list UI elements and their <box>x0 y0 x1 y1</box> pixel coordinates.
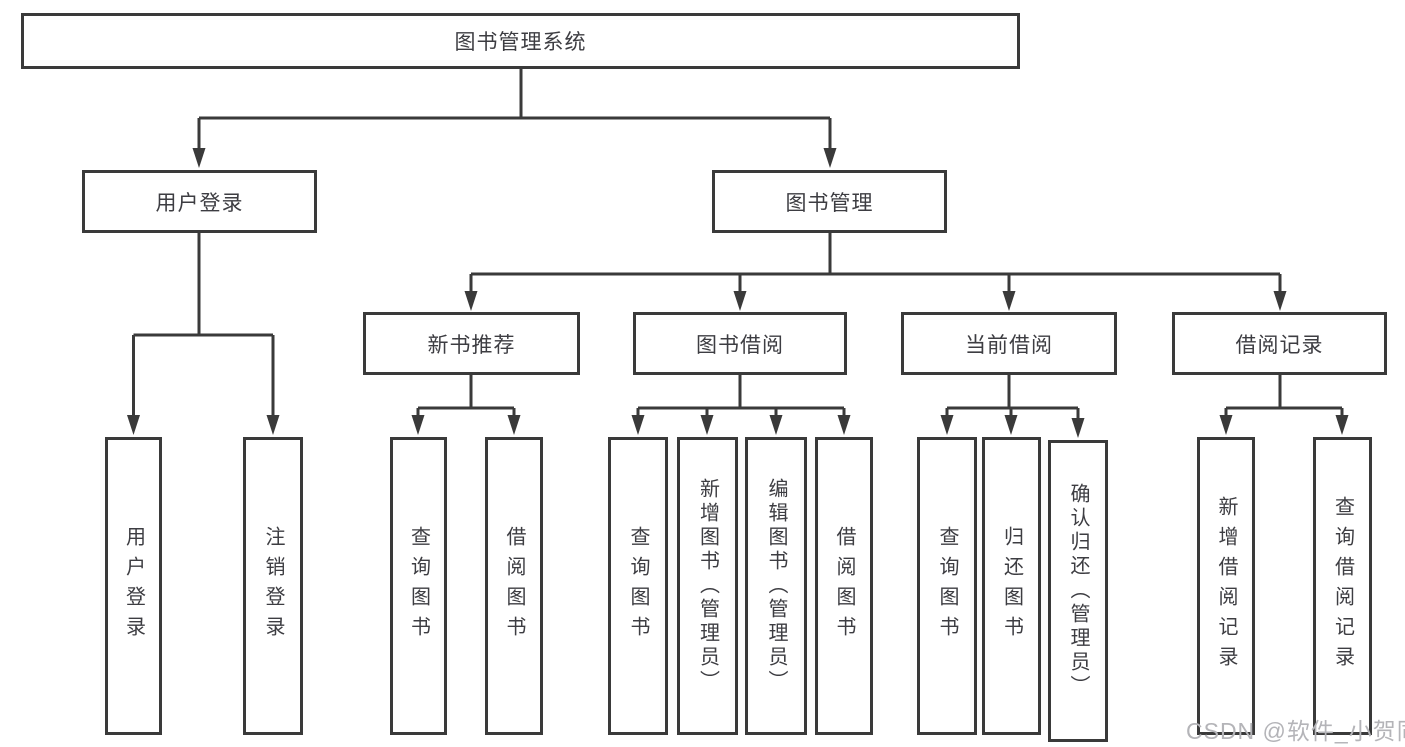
node-label: 编辑图书（管理员） <box>765 478 787 694</box>
csdn-watermark: CSDN @软件_小贺同学 <box>1186 718 1405 744</box>
node-label: 图书管理系统 <box>454 31 587 54</box>
node-label: 借阅图书 <box>503 526 525 646</box>
node-label: 注销登录 <box>262 526 284 646</box>
node-label: 图书管理 <box>785 191 874 215</box>
leaf-add-books-admin: 新增图书（管理员） <box>677 437 738 735</box>
node-label: 借阅图书 <box>833 526 855 646</box>
node-user-login: 用户登录 <box>82 170 317 233</box>
node-label: 新书推荐 <box>427 333 516 357</box>
leaf-return-books: 归还图书 <box>982 437 1041 735</box>
node-current-borrow: 当前借阅 <box>901 312 1117 375</box>
leaf-logout: 注销登录 <box>243 437 303 735</box>
node-label: 新增借阅记录 <box>1215 496 1237 676</box>
leaf-borrow-books-2: 借阅图书 <box>815 437 873 735</box>
arrowheads <box>127 148 1349 438</box>
node-new-book-recommend: 新书推荐 <box>363 312 580 375</box>
node-label: 确认归还（管理员） <box>1067 483 1089 699</box>
node-root-system: 图书管理系统 <box>21 13 1020 69</box>
node-book-management: 图书管理 <box>712 170 947 233</box>
leaf-user-login: 用户登录 <box>105 437 162 735</box>
node-label: 图书借阅 <box>696 333 784 357</box>
node-label: 新增图书（管理员） <box>696 478 719 694</box>
leaf-query-borrow-record: 查询借阅记录 <box>1313 437 1372 735</box>
leaf-borrow-books-1: 借阅图书 <box>485 437 543 735</box>
node-label: 查询借阅记录 <box>1331 496 1354 676</box>
node-label: 用户登录 <box>155 191 244 215</box>
leaf-add-borrow-record: 新增借阅记录 <box>1197 437 1255 735</box>
node-label: 用户登录 <box>122 526 145 646</box>
node-label: 查询图书 <box>936 526 958 646</box>
node-borrow-record: 借阅记录 <box>1172 312 1387 375</box>
node-label: 查询图书 <box>627 526 649 646</box>
node-book-borrow: 图书借阅 <box>633 312 847 375</box>
node-label: 归还图书 <box>1000 526 1023 646</box>
leaf-confirm-return-admin: 确认归还（管理员） <box>1048 440 1108 742</box>
node-label: 借阅记录 <box>1235 333 1324 357</box>
leaf-query-books-3: 查询图书 <box>917 437 977 735</box>
leaf-query-books-2: 查询图书 <box>608 437 668 735</box>
node-label: 当前借阅 <box>965 333 1053 357</box>
leaf-query-books-1: 查询图书 <box>390 437 447 735</box>
node-label: 查询图书 <box>407 526 430 646</box>
leaf-edit-books-admin: 编辑图书（管理员） <box>745 437 807 735</box>
